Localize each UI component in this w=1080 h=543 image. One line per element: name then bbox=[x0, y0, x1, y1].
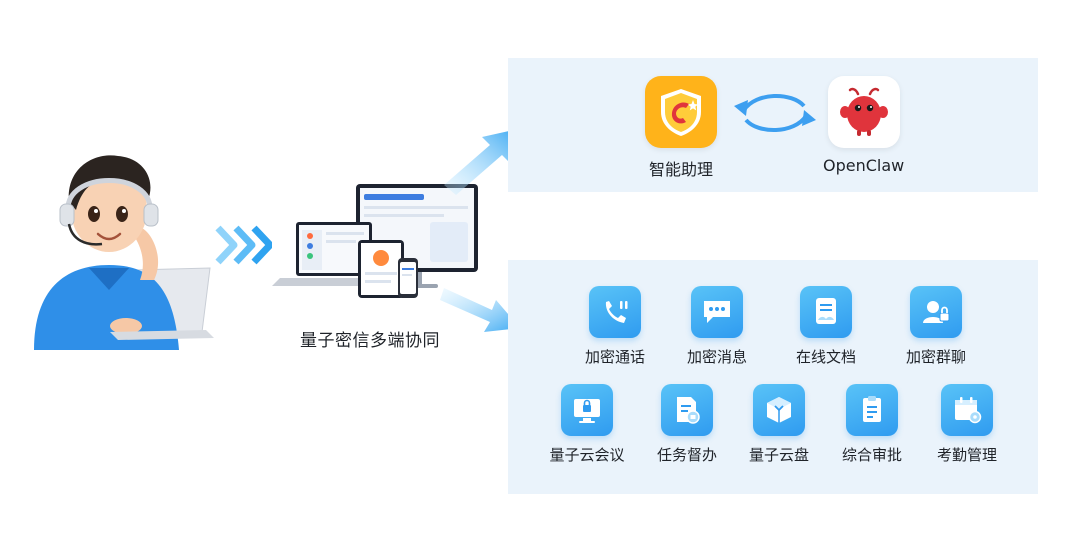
feature-label: 量子云盘 bbox=[748, 446, 809, 464]
feature-encrypted-message[interactable]: 加密消息 bbox=[672, 286, 762, 367]
feature-quantum-cloud-disk[interactable]: 量子云盘 bbox=[734, 384, 824, 465]
document-icon bbox=[800, 286, 852, 338]
features-panel: 加密通话 加密消息 在线文档 bbox=[508, 260, 1038, 494]
forward-chevrons-icon bbox=[215, 225, 272, 265]
app-openclaw[interactable]: OpenClaw bbox=[823, 76, 904, 175]
feature-task-supervision[interactable]: 任务督办 bbox=[642, 384, 732, 465]
app-smart-assistant[interactable]: 智能助理 bbox=[645, 76, 717, 180]
feature-label: 加密通话 bbox=[584, 348, 645, 366]
meeting-icon bbox=[561, 384, 613, 436]
approval-icon bbox=[846, 384, 898, 436]
feature-label: 考勤管理 bbox=[936, 446, 997, 464]
feature-comprehensive-approval[interactable]: 综合审批 bbox=[827, 384, 917, 465]
feature-label: 综合审批 bbox=[841, 446, 902, 464]
multi-device-illustration bbox=[272, 184, 478, 298]
feature-label: 在线文档 bbox=[795, 348, 856, 366]
cloud-disk-icon bbox=[753, 384, 805, 436]
phone-icon bbox=[589, 286, 641, 338]
group-chat-icon bbox=[910, 286, 962, 338]
message-icon bbox=[691, 286, 743, 338]
feature-encrypted-group-chat[interactable]: 加密群聊 bbox=[891, 286, 981, 367]
arrow-to-top-panel-icon bbox=[444, 129, 518, 195]
app-label: OpenClaw bbox=[823, 156, 905, 175]
feature-label: 加密群聊 bbox=[905, 348, 966, 366]
device-caption: 量子密信多端协同 bbox=[300, 331, 440, 351]
ai-apps-panel: 智能助理 OpenClaw bbox=[508, 58, 1038, 192]
feature-attendance-management[interactable]: 考勤管理 bbox=[922, 384, 1012, 465]
feature-quantum-cloud-meeting[interactable]: 量子云会议 bbox=[542, 384, 632, 465]
feature-label: 任务督办 bbox=[656, 446, 717, 464]
openclaw-lobster-icon bbox=[827, 76, 900, 148]
attendance-icon bbox=[941, 384, 993, 436]
feature-online-document[interactable]: 在线文档 bbox=[781, 286, 871, 367]
app-label: 智能助理 bbox=[648, 160, 713, 179]
task-icon bbox=[661, 384, 713, 436]
user-with-headset-illustration bbox=[34, 155, 214, 350]
feature-label: 量子云会议 bbox=[549, 446, 625, 464]
sync-arrows-icon bbox=[734, 93, 816, 133]
arrow-to-bottom-panel-icon bbox=[440, 288, 520, 332]
feature-encrypted-call[interactable]: 加密通话 bbox=[570, 286, 660, 367]
assistant-shield-icon bbox=[645, 76, 717, 148]
feature-label: 加密消息 bbox=[686, 348, 747, 366]
